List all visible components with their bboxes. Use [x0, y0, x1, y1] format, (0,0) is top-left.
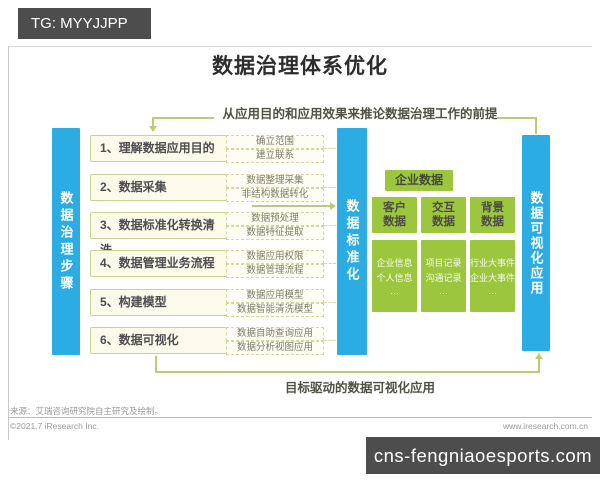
copyright-note: ©2021.7 iResearch Inc.: [10, 421, 99, 431]
panel-left-border: [8, 46, 9, 440]
step-2-sub-2: 非结构数据转化: [226, 188, 324, 202]
enterprise-data-header: 企业数据: [385, 170, 453, 191]
column-title-background-data: 背景数据: [470, 197, 515, 233]
step-2-sub-1: 数据整理采集: [226, 174, 324, 188]
panel-top-border: [8, 46, 592, 47]
bottom-bracket-rise-right: [538, 359, 540, 373]
left-steps-bar: 数据治理步骤: [52, 128, 80, 355]
step-1-sub-2: 建立联系: [226, 149, 324, 163]
step-box-3: 3、数据标准化转换清洗: [90, 212, 227, 257]
dashed-connector: [324, 340, 336, 341]
column-items-interaction-data: 项目记录 沟通记录 …: [421, 240, 466, 312]
step-box-4: 4、数据管理业务流程: [90, 250, 227, 277]
source-note: 来源：艾瑞咨询研究院自主研究及绘制。: [10, 406, 164, 416]
flow-line-to-standardization: [252, 205, 332, 207]
step-box-1: 1、理解数据应用目的: [90, 135, 227, 162]
column-item: 个人信息: [376, 273, 413, 283]
down-arrow-icon: [149, 126, 157, 132]
top-bracket-line-left: [152, 117, 214, 119]
page-title: 数据治理体系优化: [212, 55, 388, 78]
step-4-sub-1: 数据应用权限: [226, 250, 324, 264]
right-visualization-bar: 数据可视化应用: [522, 135, 550, 351]
dashed-connector: [324, 263, 336, 264]
column-items-customer-data: 企业信息 个人信息 …: [372, 240, 417, 312]
up-arrow-icon: [535, 353, 543, 359]
column-title-customer-data: 客户数据: [372, 197, 417, 233]
top-bracket-line-right: [497, 117, 537, 119]
step-1-sub-1: 确立范围: [226, 135, 324, 149]
dashed-connector: [324, 302, 336, 303]
step-6-sub-2: 数据分析视图应用: [226, 341, 324, 355]
right-arrow-icon: [330, 202, 336, 210]
step-row: 2、数据采集 数据整理采集 非结构数据转化: [0, 174, 600, 202]
step-4-sub-2: 数据管理流程: [226, 264, 324, 278]
top-bracket-drop-left: [152, 117, 154, 126]
step-row: 6、数据可视化 数据自助查询应用 数据分析视图应用: [0, 327, 600, 355]
column-item: 项目记录: [425, 258, 462, 268]
middle-standardization-bar: 数据标准化: [337, 128, 367, 355]
watermark-bottom-badge: cns-fengniaoesports.com: [366, 437, 600, 474]
column-item: 企业信息: [376, 258, 413, 268]
column-item: …: [390, 286, 399, 296]
top-annotation-text: 从应用目的和应用效果来推论数据治理工作的前提: [222, 107, 498, 121]
step-5-sub-1: 数据应用模型: [226, 289, 324, 303]
bottom-annotation-text: 目标驱动的数据可视化应用: [284, 381, 435, 395]
step-row: 5、构建模型 数据应用模型 数据智能清洗模型: [0, 289, 600, 317]
watermark-top-badge: TG: MYYJJPP: [18, 8, 151, 39]
step-box-5: 5、构建模型: [90, 289, 227, 316]
step-3-sub-1: 数据预处理: [226, 212, 324, 226]
column-title-interaction-data: 交互数据: [421, 197, 466, 233]
dashed-connector: [324, 148, 336, 149]
step-5-sub-2: 数据智能清洗模型: [226, 303, 324, 317]
top-bracket-drop-right: [535, 117, 537, 134]
step-box-6: 6、数据可视化: [90, 327, 227, 354]
step-box-2: 2、数据采集: [90, 174, 227, 201]
bottom-bracket-line: [155, 371, 540, 373]
column-item: 企业大事件: [470, 273, 516, 283]
column-item: 行业大事件: [470, 258, 516, 268]
dashed-connector: [324, 225, 336, 226]
website-url: www.iresearch.com.cn: [502, 421, 588, 431]
column-item: 沟通记录: [425, 273, 462, 283]
bottom-bracket-rise-left: [155, 356, 157, 373]
step-3-sub-2: 数据特征提取: [226, 226, 324, 240]
step-row: 3、数据标准化转换清洗 数据预处理 数据特征提取: [0, 212, 600, 257]
column-item: …: [488, 286, 497, 296]
footer-divider: [8, 417, 592, 418]
dashed-connector: [324, 187, 336, 188]
column-item: …: [439, 286, 448, 296]
step-row: 4、数据管理业务流程 数据应用权限 数据管理流程: [0, 250, 600, 278]
step-row: 1、理解数据应用目的 确立范围 建立联系: [0, 135, 600, 163]
column-items-background-data: 行业大事件 企业大事件 …: [470, 240, 515, 312]
step-6-sub-1: 数据自助查询应用: [226, 327, 324, 341]
